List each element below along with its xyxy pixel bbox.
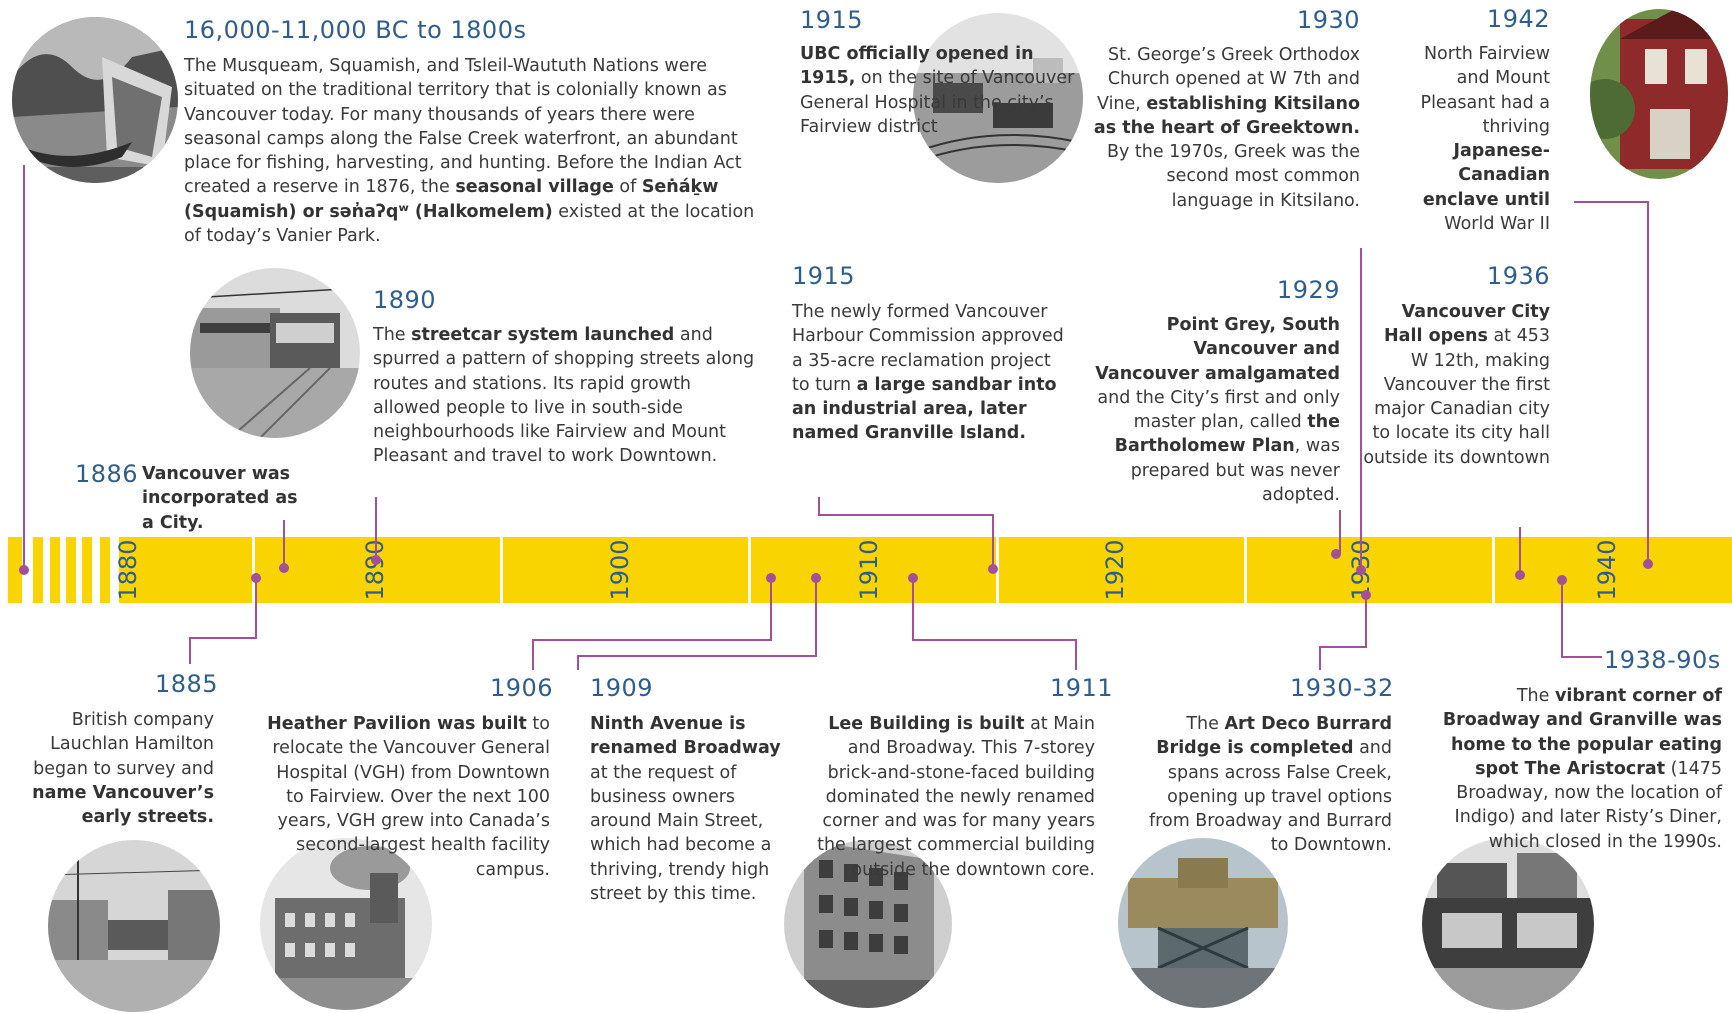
aristocrat-photo bbox=[1422, 838, 1594, 1010]
bar-decade-segment bbox=[255, 537, 500, 603]
bar-dash bbox=[8, 537, 22, 603]
timeline-dot-1915 bbox=[988, 564, 998, 574]
timeline-dots bbox=[19, 549, 1653, 600]
event-year: 1929 bbox=[1276, 276, 1340, 304]
connector-line-1909 bbox=[577, 578, 817, 670]
timeline-dot-1906 bbox=[766, 573, 776, 583]
axis-tick-label: 1910 bbox=[855, 539, 883, 600]
event-year: 16,000-11,000 BC to 1800s bbox=[184, 16, 527, 44]
bar-dash bbox=[50, 537, 60, 603]
timeline-dot-1890 bbox=[371, 555, 381, 565]
event-year: 1911 bbox=[1050, 674, 1114, 702]
timeline-dot-1885 bbox=[251, 573, 261, 583]
event-1890-text: The streetcar system launched and spurre… bbox=[373, 325, 755, 467]
timeline-dot-1938-90 bbox=[1557, 575, 1567, 585]
connector-line-1915 bbox=[818, 497, 994, 569]
event-1930-32-text: The Art Deco Burrard Bridge is completed… bbox=[1149, 714, 1392, 856]
event-1885-text: British company Lauchlan Hamilton began … bbox=[32, 710, 214, 828]
event-year: 1936 bbox=[1486, 262, 1550, 290]
timeline-dot-1942 bbox=[1643, 559, 1653, 569]
event-1906-text: Heather Pavilion was built to relocate t… bbox=[267, 714, 550, 880]
connector-line-1906 bbox=[532, 578, 772, 670]
event-year: 1915 bbox=[792, 262, 856, 290]
timeline-dot-1930-32 bbox=[1361, 590, 1371, 600]
bar-dash bbox=[66, 537, 76, 603]
timeline-connectors bbox=[23, 165, 1649, 670]
event-1915-harbour-text: The newly formed Vancouver Harbour Commi… bbox=[792, 302, 1064, 444]
timeline-dot-1911 bbox=[908, 573, 918, 583]
event-year: 1906 bbox=[490, 674, 554, 702]
burrard-bridge-photo bbox=[1118, 838, 1288, 1008]
axis-tick-label: 1940 bbox=[1593, 539, 1621, 600]
timeline-dot-1929 bbox=[1331, 549, 1341, 559]
bar-dash bbox=[33, 537, 43, 603]
bar-dash bbox=[100, 537, 110, 603]
event-year: 1930 bbox=[1296, 6, 1360, 34]
lee-building-photo bbox=[784, 840, 952, 1008]
event-year: 1938-90s bbox=[1604, 646, 1721, 674]
axis-tick-label: 1900 bbox=[606, 539, 634, 600]
event-1936-text: Vancouver City Hall opens at 453 W 12th,… bbox=[1363, 302, 1550, 468]
heather-pavilion-photo bbox=[260, 838, 432, 1010]
connector-line-1930-32 bbox=[1319, 595, 1367, 670]
event-year: 1930-32 bbox=[1290, 674, 1394, 702]
connector-line-1885 bbox=[189, 578, 257, 664]
connector-line-1942 bbox=[1574, 201, 1649, 564]
axis-tick-label: 1920 bbox=[1101, 539, 1129, 600]
event-year: 1909 bbox=[590, 674, 654, 702]
bar-dash bbox=[82, 537, 92, 603]
timeline-dot-1930 bbox=[1356, 565, 1366, 575]
event-year: 1942 bbox=[1486, 5, 1550, 33]
timeline-dot-1886 bbox=[279, 563, 289, 573]
bar-decade-segment bbox=[119, 537, 252, 603]
event-year: 1886 bbox=[75, 460, 139, 488]
bar-decade-segment bbox=[1495, 537, 1732, 603]
bar-decade-segment bbox=[751, 537, 996, 603]
event-1942-text: North Fairview and Mount Pleasant had a … bbox=[1420, 44, 1550, 235]
event-1886-text: Vancouver was incorporated as a City. bbox=[142, 464, 298, 533]
streetcar-photo bbox=[190, 268, 360, 438]
bar-decade-segment bbox=[999, 537, 1244, 603]
timeline-bar-segments bbox=[8, 537, 1732, 603]
event-1911-text: Lee Building is built at Main and Broadw… bbox=[817, 714, 1095, 880]
event-year: 1890 bbox=[373, 286, 437, 314]
timeline-dot-precontact bbox=[19, 565, 29, 575]
event-year: 1915 bbox=[800, 6, 864, 34]
connector-line-1911 bbox=[912, 578, 1077, 670]
event-1929-text: Point Grey, South Vancouver and Vancouve… bbox=[1095, 315, 1340, 506]
event-1915-ubc-text: UBC officially opened in 1915, on the si… bbox=[800, 44, 1075, 137]
event-precontact-text: The Musqueam, Squamish, and Tsleil-Wautu… bbox=[184, 56, 755, 247]
canoe-shelter-photo bbox=[12, 17, 178, 183]
event-1909-text: Ninth Avenue is renamed Broadway at the … bbox=[590, 714, 781, 905]
connector-line-1938-90 bbox=[1561, 580, 1602, 658]
japanese-house-photo bbox=[1590, 9, 1728, 179]
event-year: 1885 bbox=[155, 670, 219, 698]
event-1938-90-text: The vibrant corner of Broadway and Granv… bbox=[1442, 686, 1722, 852]
axis-tick-label: 1880 bbox=[114, 539, 142, 600]
timeline-dot-1936 bbox=[1515, 570, 1525, 580]
early-street-photo bbox=[48, 840, 220, 1012]
bar-decade-segment bbox=[503, 537, 748, 603]
event-1930-text: St. George’s Greek Orthodox Church opene… bbox=[1093, 45, 1360, 211]
timeline-dot-1909 bbox=[811, 573, 821, 583]
